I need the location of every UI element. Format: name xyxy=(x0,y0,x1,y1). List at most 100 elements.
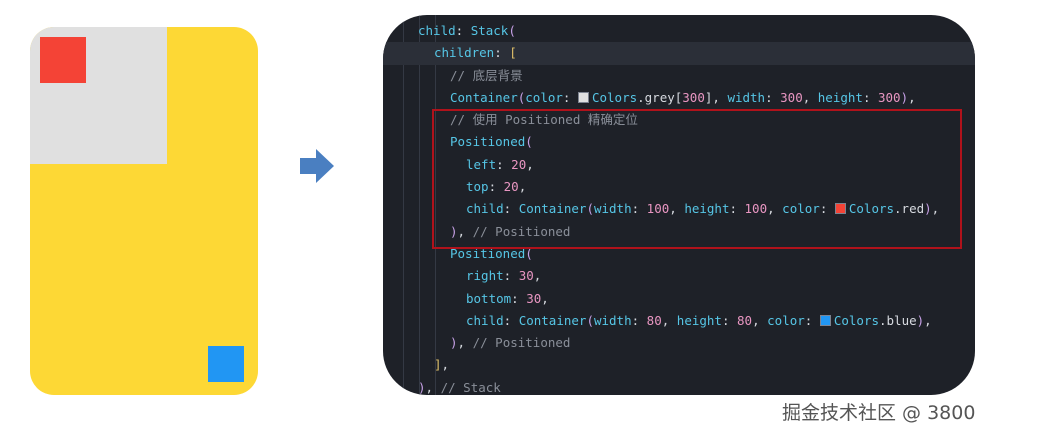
indent-guide xyxy=(435,15,436,395)
code-line-text: Positioned( xyxy=(450,243,533,265)
code-token: , xyxy=(518,179,527,195)
code-line-text: child: Container(width: 100, height: 100… xyxy=(466,198,939,220)
color-swatch-icon xyxy=(819,314,831,326)
code-token: left xyxy=(466,156,497,172)
right-arrow-icon xyxy=(300,149,334,183)
code-line-text: // 使用 Positioned 精确定位 xyxy=(450,109,638,131)
code-token: ) xyxy=(450,335,458,351)
code-token: 100 xyxy=(646,201,670,217)
code-token: , xyxy=(767,201,783,217)
code-token: child xyxy=(418,23,456,38)
code-token: , xyxy=(441,357,450,373)
code-token: right xyxy=(466,268,504,284)
code-token: // 底层背景 xyxy=(450,67,523,83)
code-token: : xyxy=(562,89,578,105)
code-token: ( xyxy=(586,312,594,328)
code-line-text: ), // Positioned xyxy=(450,332,570,354)
code-line: // 底层背景 xyxy=(383,65,975,87)
code-line: child: Container(width: 80, height: 80, … xyxy=(383,310,975,332)
code-token: height xyxy=(676,312,722,328)
code-line: child: Container(width: 100, height: 100… xyxy=(383,198,975,220)
code-line: bottom: 30, xyxy=(383,288,975,310)
code-line-text: children: [ xyxy=(434,42,517,64)
code-token: color xyxy=(767,312,805,328)
code-token: .grey[ xyxy=(637,89,683,105)
code-token: : xyxy=(503,312,519,328)
code-token: ( xyxy=(517,89,526,105)
code-token: Positioned xyxy=(450,134,526,150)
code-line-text: ), // Stack xyxy=(418,377,501,395)
code-line-text: Container(color: Colors.grey[300], width… xyxy=(450,87,916,109)
highlight-box xyxy=(432,109,962,249)
code-token: : xyxy=(455,23,471,38)
code-token: , xyxy=(661,312,677,328)
code-token: height xyxy=(817,89,863,105)
code-token: : xyxy=(631,201,647,217)
code-line-text: child: Container(width: 80, height: 80, … xyxy=(466,310,932,332)
code-token: ( xyxy=(525,134,533,150)
code-token: , xyxy=(924,312,932,328)
watermark: 掘金技术社区 @ 3800 xyxy=(782,402,976,424)
code-line: top: 20, xyxy=(383,176,975,198)
code-line: // 使用 Positioned 精确定位 xyxy=(383,109,975,131)
code-token: color xyxy=(782,201,820,217)
code-token: // Positioned xyxy=(472,335,571,351)
code-token: ( xyxy=(525,245,533,261)
code-token: 300 xyxy=(878,89,901,105)
red-positioned-container xyxy=(40,37,86,83)
code-token: , xyxy=(752,312,768,328)
code-token: ) xyxy=(924,201,932,217)
code-line-text: Positioned( xyxy=(450,131,533,153)
code-line-text: // 底层背景 xyxy=(450,65,523,87)
code-token: child xyxy=(466,201,504,217)
code-token: height xyxy=(684,201,730,217)
code-token: ] xyxy=(434,357,442,373)
code-token: 80 xyxy=(737,312,753,328)
code-line: ), // Positioned xyxy=(383,221,975,243)
indent-guide xyxy=(403,15,404,395)
code-line: children: [ xyxy=(383,42,975,65)
code-token: ], xyxy=(704,89,728,105)
code-token: ) xyxy=(900,89,909,105)
code-token: : xyxy=(511,290,527,306)
stack-preview xyxy=(30,27,258,395)
code-token: , xyxy=(425,379,441,395)
code-line: right: 30, xyxy=(383,265,975,287)
code-token: : xyxy=(819,201,835,217)
code-token: : xyxy=(729,201,745,217)
code-token: ( xyxy=(586,201,594,217)
code-line: left: 20, xyxy=(383,154,975,176)
code-line-text: right: 30, xyxy=(466,265,541,287)
code-line-text: top: 20, xyxy=(466,176,526,198)
code-token: : xyxy=(488,179,504,195)
code-token: Positioned xyxy=(450,245,526,261)
code-token: , xyxy=(931,201,940,217)
code-token: ) xyxy=(418,379,426,395)
code-token: 30 xyxy=(518,268,534,284)
code-token: : xyxy=(494,45,510,61)
code-token: Container xyxy=(518,312,587,328)
code-line: ], xyxy=(383,354,975,376)
corner-artifact xyxy=(234,27,258,51)
code-token: child xyxy=(466,312,504,328)
code-token: 300 xyxy=(780,89,803,105)
code-token: .blue xyxy=(879,312,917,328)
code-token: , xyxy=(457,335,473,351)
code-token: Colors xyxy=(833,312,879,328)
code-token: , xyxy=(526,156,534,172)
code-line-text: ), // Positioned xyxy=(450,221,570,243)
code-token: .red xyxy=(894,201,925,217)
code-token: : xyxy=(765,89,781,105)
code-token: width xyxy=(593,201,632,217)
code-line-text: left: 20, xyxy=(466,154,534,176)
color-swatch-icon xyxy=(834,203,846,215)
code-token: 20 xyxy=(503,179,519,195)
code-token: // 使用 Positioned 精确定位 xyxy=(450,112,638,128)
indent-guide xyxy=(419,15,420,395)
code-token: ) xyxy=(916,312,925,328)
code-token: , xyxy=(533,268,542,284)
code-token: Colors xyxy=(591,89,638,105)
code-token: , xyxy=(541,290,549,306)
